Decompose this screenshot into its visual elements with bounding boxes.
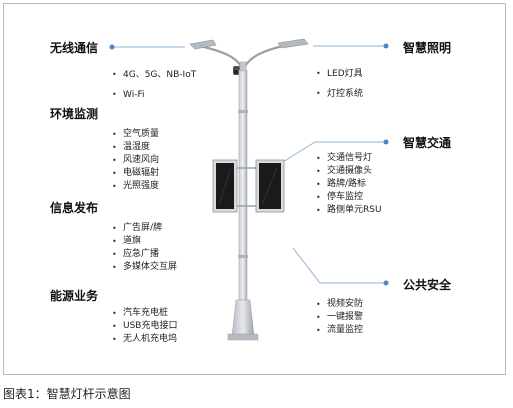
dot-lighting <box>383 43 389 49</box>
list-item: 交通摄像头 <box>313 165 382 178</box>
connector-lines <box>112 45 386 284</box>
environment-list: 空气质量 温湿度 风速风向 电磁辐射 光照强度 <box>109 128 159 193</box>
lighting-title: 智慧照明 <box>403 41 452 55</box>
energy-title: 能源业务 <box>50 289 99 303</box>
right-arm <box>241 42 293 73</box>
diagram-frame <box>3 3 506 375</box>
list-item: 电磁辐射 <box>109 167 159 180</box>
pole-top-cap <box>239 61 247 72</box>
list-item: 应急广播 <box>109 248 177 261</box>
safety-title: 公共安全 <box>403 278 452 292</box>
lighting-list: LED灯具 灯控系统 <box>313 64 363 104</box>
left-lamp-head <box>189 39 217 50</box>
list-item: 空气质量 <box>109 128 159 141</box>
left-screen <box>212 159 238 213</box>
wireless-title: 无线通信 <box>50 41 99 55</box>
list-item: 广告屏/牌 <box>109 222 177 235</box>
list-item: 灯控系统 <box>313 84 363 104</box>
traffic-title: 智慧交通 <box>403 136 452 150</box>
wireless-list: 4G、5G、NB-IoT Wi-Fi <box>109 65 196 105</box>
dot-safety <box>383 280 389 286</box>
list-item: 一键报警 <box>313 311 363 324</box>
list-item: 汽车充电桩 <box>109 307 177 320</box>
right-screen <box>255 159 285 213</box>
list-item: 路牌/路标 <box>313 178 382 191</box>
pole-joint-lower <box>238 255 248 258</box>
list-item: 光照强度 <box>109 180 159 193</box>
connector-traffic <box>282 141 386 163</box>
pole-base <box>231 299 255 337</box>
safety-list: 视频安防 一键报警 流量监控 <box>313 298 363 337</box>
info-title: 信息发布 <box>50 201 99 215</box>
connector-safety <box>292 247 386 284</box>
list-item: LED灯具 <box>313 64 363 84</box>
list-item: 道旗 <box>109 235 177 248</box>
right-lamp-head <box>277 38 309 49</box>
list-item: 无人机充电坞 <box>109 333 177 346</box>
pole-shaft <box>238 69 248 301</box>
list-item: 停车监控 <box>313 191 382 204</box>
list-item: 风速风向 <box>109 154 159 167</box>
list-item: 交通信号灯 <box>313 152 382 165</box>
list-item: 流量监控 <box>313 324 363 337</box>
list-item: 多媒体交互屏 <box>109 261 177 274</box>
traffic-list: 交通信号灯 交通摄像头 路牌/路标 停车监控 路侧单元RSU <box>313 152 382 217</box>
list-item: USB充电接口 <box>109 320 177 333</box>
pole-foot <box>227 333 259 341</box>
list-item: 4G、5G、NB-IoT <box>109 65 196 85</box>
dot-traffic <box>383 139 389 145</box>
connector-dots <box>109 43 389 286</box>
pole-joint-upper <box>238 110 248 113</box>
camera-icon <box>233 66 240 75</box>
info-list: 广告屏/牌 道旗 应急广播 多媒体交互屏 <box>109 222 177 274</box>
list-item: Wi-Fi <box>109 85 196 105</box>
environment-title: 环境监测 <box>50 107 99 121</box>
dot-wireless <box>109 44 115 50</box>
list-item: 温湿度 <box>109 141 159 154</box>
list-item: 路侧单元RSU <box>313 204 382 217</box>
figure-caption: 图表1：智慧灯杆示意图 <box>3 387 131 401</box>
list-item: 视频安防 <box>313 298 363 311</box>
energy-list: 汽车充电桩 USB充电接口 无人机充电坞 <box>109 307 177 346</box>
